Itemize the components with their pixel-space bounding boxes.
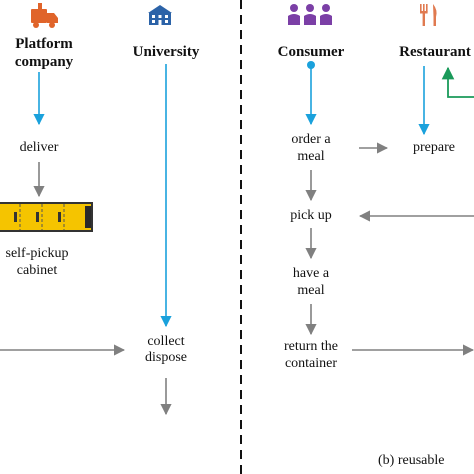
prepare-node: prepare — [413, 140, 455, 155]
consumer-label: Consumer — [277, 44, 345, 60]
people-group-icon — [288, 4, 332, 25]
restaurant-label: Restaurant — [399, 44, 471, 60]
have-meal-node: have a meal — [292, 266, 330, 298]
truck-icon — [31, 3, 58, 28]
platform-company-label: Platform company — [14, 36, 74, 70]
collect-dispose-node: collect dispose — [145, 334, 187, 365]
university-building-icon — [148, 5, 172, 25]
order-meal-node: order a meal — [291, 132, 331, 164]
panel-caption: (b) reusable — [378, 453, 445, 468]
arrow-green-return — [441, 66, 474, 98]
self-pickup-cabinet-label: self-pickup cabinet — [5, 246, 69, 278]
deliver-node: deliver — [19, 140, 59, 155]
fork-knife-icon — [420, 4, 437, 26]
return-container-node: return the container — [283, 339, 339, 371]
university-label: University — [132, 44, 200, 60]
pick-up-node: pick up — [290, 208, 332, 223]
consumer-start-dot — [307, 61, 315, 69]
pickup-cabinet-icon — [0, 202, 93, 232]
